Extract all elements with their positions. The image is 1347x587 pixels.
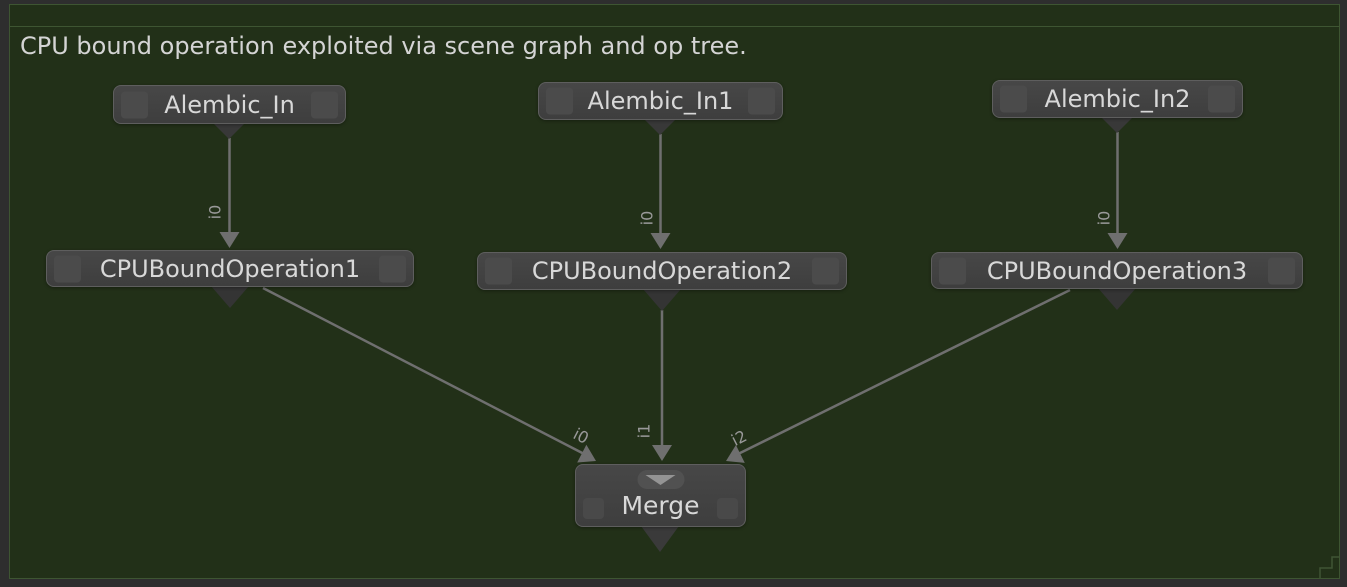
node-alembic-in2[interactable]: Alembic_In2 — [992, 80, 1243, 118]
node-badge-icon — [1208, 85, 1235, 113]
edge-alembicin-cpu1[interactable] — [219, 138, 240, 248]
node-badge-icon — [121, 91, 148, 118]
node-label: Alembic_In — [164, 90, 295, 119]
node-cpuboundoperation2[interactable]: CPUBoundOperation2 — [477, 252, 847, 290]
node-label: CPUBoundOperation3 — [986, 256, 1248, 285]
node-merge[interactable]: Merge — [575, 464, 746, 527]
node-label: Merge — [621, 491, 700, 520]
backdrop-resize-handle-icon[interactable] — [1319, 556, 1340, 578]
node-label: Alembic_In1 — [587, 87, 734, 115]
node-badge-icon — [54, 255, 81, 282]
edge-alembicin2-cpu3[interactable] — [1107, 132, 1128, 249]
edge-cpu2-merge[interactable] — [652, 310, 672, 461]
backdrop-header-strip[interactable] — [10, 5, 1339, 27]
node-badge-icon — [1268, 257, 1295, 284]
node-badge-icon — [748, 87, 775, 115]
node-alembic-in1[interactable]: Alembic_In1 — [538, 82, 783, 120]
node-badge-icon — [939, 257, 966, 284]
node-cpuboundoperation3[interactable]: CPUBoundOperation3 — [931, 252, 1303, 289]
node-badge-icon — [583, 498, 604, 519]
chevron-down-icon — [645, 475, 676, 485]
node-label: CPUBoundOperation2 — [531, 257, 793, 285]
node-badge-icon — [311, 91, 338, 118]
edge-label-port: i1 — [634, 423, 654, 439]
node-badge-icon — [812, 257, 839, 285]
edge-alembicin1-cpu2[interactable] — [650, 134, 671, 249]
backdrop-title: CPU bound operation exploited via scene … — [20, 32, 747, 60]
output-port-merge[interactable] — [641, 526, 679, 552]
node-badge-icon — [717, 498, 738, 519]
node-badge-icon — [379, 255, 406, 282]
node-alembic-in[interactable]: Alembic_In — [113, 85, 346, 124]
merge-inputs-pill[interactable] — [637, 470, 684, 489]
output-port-alembic-in2[interactable] — [1101, 117, 1133, 133]
edge-label-port: i0 — [205, 204, 225, 220]
node-label: CPUBoundOperation1 — [99, 254, 361, 283]
node-cpuboundoperation1[interactable]: CPUBoundOperation1 — [46, 250, 414, 287]
node-badge-icon — [546, 87, 573, 115]
node-label: Alembic_In2 — [1044, 85, 1191, 113]
node-badge-icon — [485, 257, 512, 285]
output-port-alembic-in1[interactable] — [644, 119, 676, 135]
output-port-alembic-in[interactable] — [213, 123, 245, 139]
node-badge-icon — [1000, 85, 1027, 113]
output-port-cpu1[interactable] — [211, 286, 249, 308]
output-port-cpu2[interactable] — [643, 289, 681, 311]
edge-label-port: i0 — [1094, 210, 1114, 226]
output-port-cpu3[interactable] — [1098, 288, 1136, 310]
edge-cpu3-merge[interactable] — [722, 288, 1071, 470]
edge-cpu1-merge[interactable] — [262, 286, 601, 470]
edge-label-port: i0 — [637, 210, 657, 226]
